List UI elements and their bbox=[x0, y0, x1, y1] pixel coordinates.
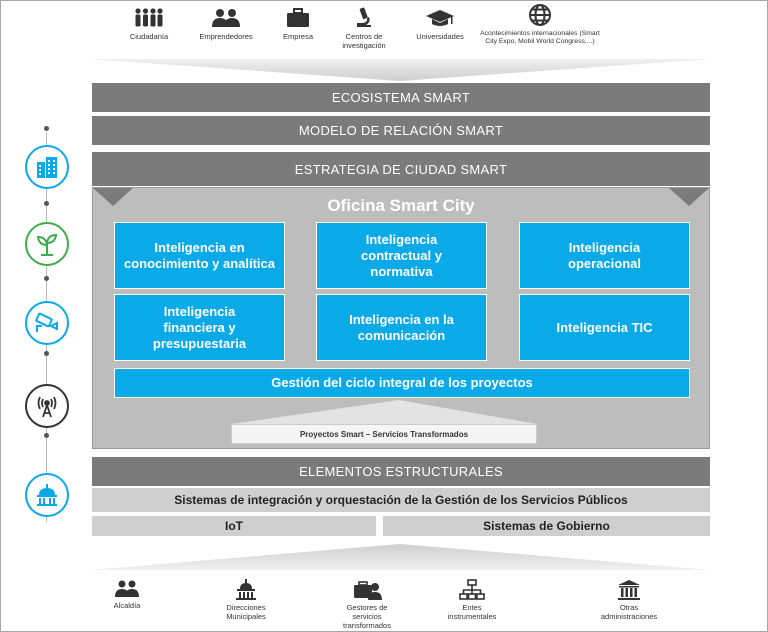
sistemas-gobierno: Sistemas de Gobierno bbox=[383, 516, 710, 536]
office-decor bbox=[93, 188, 709, 424]
antenna-icon bbox=[25, 384, 69, 428]
box-label: Gestión del ciclo integral de los proyec… bbox=[271, 375, 533, 390]
org-chart-icon bbox=[459, 579, 485, 600]
box-label: Inteligencia en conocimiento y analítica bbox=[124, 239, 275, 271]
stakeholder-label: Ciudadanía bbox=[129, 32, 169, 41]
proyectos-smart: Proyectos Smart – Servicios Transformado… bbox=[231, 424, 537, 444]
box-contractual: Inteligencia contractual y normativa bbox=[316, 222, 487, 289]
graduation-cap-icon bbox=[426, 10, 454, 26]
sistemas-label: Sistemas de integración y orquestación d… bbox=[174, 493, 628, 507]
bottom-funnel bbox=[89, 544, 711, 570]
briefcase-icon bbox=[287, 8, 309, 27]
box-label: Inteligencia financiera y presupuestaria bbox=[152, 303, 247, 351]
stakeholder-label: Emprendedores bbox=[199, 32, 253, 41]
box-label: Inteligencia en la comunicación bbox=[349, 311, 454, 343]
stakeholder-label: Gestores de servicios transformados bbox=[343, 603, 391, 630]
stakeholder-emprendedores: Emprendedores bbox=[191, 7, 261, 41]
stakeholder-entes: Entes instrumentales bbox=[437, 579, 507, 621]
stakeholder-label: Empresa bbox=[282, 32, 313, 41]
stakeholder-label: Otras administraciones bbox=[600, 603, 658, 621]
box-label: Inteligencia TIC bbox=[556, 319, 653, 335]
structural-title: ELEMENTOS ESTRUCTURALES bbox=[92, 457, 710, 486]
institution-icon bbox=[618, 580, 640, 600]
building-icon bbox=[25, 145, 69, 189]
stakeholder-empresa: Empresa bbox=[273, 7, 323, 41]
top-funnel bbox=[89, 59, 711, 81]
timeline-dot bbox=[44, 351, 49, 356]
stakeholder-ciudadania: Ciudadanía bbox=[123, 7, 175, 41]
users-icon bbox=[212, 9, 240, 27]
layer-label: ESTRATEGIA DE CIUDAD SMART bbox=[294, 161, 508, 177]
box-gestion: Gestión del ciclo integral de los proyec… bbox=[114, 368, 690, 398]
stakeholder-acontecimientos: Acontecimientos internacionales (Smart C… bbox=[475, 3, 605, 46]
iot: IoT bbox=[92, 516, 376, 536]
stakeholder-direcciones: Direcciones Municipales bbox=[213, 579, 279, 621]
timeline-dot bbox=[44, 433, 49, 438]
layer-ecosistema: ECOSISTEMA SMART bbox=[92, 83, 710, 112]
top-stakeholders: Ciudadanía Emprendedores Empresa bbox=[1, 1, 767, 81]
stakeholder-label: Alcaldía bbox=[113, 601, 141, 610]
users-icon bbox=[115, 580, 139, 597]
timeline-dot bbox=[44, 276, 49, 281]
box-operacional: Inteligencia operacional bbox=[519, 222, 690, 289]
stakeholder-label: Direcciones Municipales bbox=[226, 603, 266, 621]
box-financiera: Inteligencia financiera y presupuestaria bbox=[114, 294, 285, 361]
service-managers-icon bbox=[354, 581, 382, 600]
box-comunicacion: Inteligencia en la comunicación bbox=[316, 294, 487, 361]
box-label: Inteligencia contractual y normativa bbox=[361, 231, 442, 279]
capitol-icon bbox=[236, 579, 256, 600]
layer-modelo: MODELO DE RELACIÓN SMART bbox=[92, 116, 710, 145]
timeline-dot bbox=[44, 126, 49, 131]
microscope-icon bbox=[357, 7, 371, 27]
stakeholder-centros: Centros de investigación bbox=[333, 7, 395, 50]
oficina-smart-city: Oficina Smart City Inteligencia en conoc… bbox=[92, 187, 710, 449]
stakeholder-label: Centros de investigación bbox=[342, 32, 386, 50]
gobierno-label: Sistemas de Gobierno bbox=[483, 519, 610, 533]
office-title: Oficina Smart City bbox=[327, 196, 475, 215]
stakeholder-label: Universidades bbox=[416, 32, 464, 41]
people-group-icon bbox=[135, 8, 163, 27]
structural-label: ELEMENTOS ESTRUCTURALES bbox=[299, 464, 503, 479]
stakeholder-label: Entes instrumentales bbox=[447, 603, 497, 621]
box-conocimiento: Inteligencia en conocimiento y analítica bbox=[114, 222, 285, 289]
globe-icon bbox=[529, 4, 551, 26]
layer-label: ECOSISTEMA SMART bbox=[331, 90, 471, 105]
stakeholder-otras: Otras administraciones bbox=[591, 579, 667, 621]
layer-estrategia: ESTRATEGIA DE CIUDAD SMART bbox=[92, 152, 710, 186]
stakeholder-alcaldia: Alcaldía bbox=[97, 579, 157, 610]
layer-label: MODELO DE RELACIÓN SMART bbox=[298, 123, 504, 138]
camera-icon bbox=[25, 301, 69, 345]
sistemas-integracion: Sistemas de integración y orquestación d… bbox=[92, 488, 710, 512]
box-label: Inteligencia operacional bbox=[568, 239, 641, 271]
dome-icon bbox=[25, 473, 69, 517]
plant-icon bbox=[25, 222, 69, 266]
iot-label: IoT bbox=[225, 519, 243, 533]
stakeholder-universidades: Universidades bbox=[409, 7, 471, 41]
stakeholder-label: Acontecimientos internacionales (Smart C… bbox=[480, 30, 600, 45]
timeline-dot bbox=[44, 201, 49, 206]
box-tic: Inteligencia TIC bbox=[519, 294, 690, 361]
stakeholder-gestores: Gestores de servicios transformados bbox=[335, 579, 399, 630]
